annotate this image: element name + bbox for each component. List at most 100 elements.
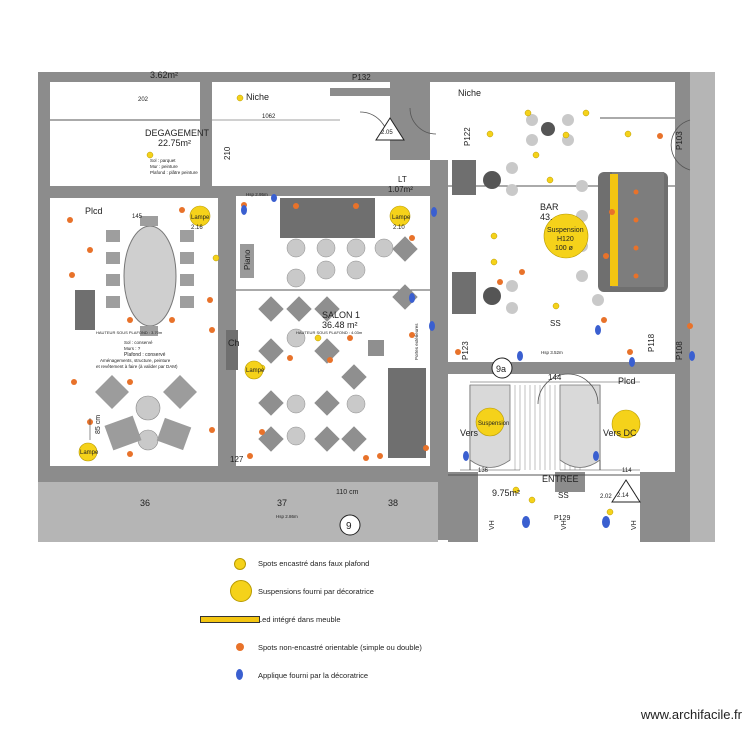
watermark: www.archifacile.fr — [640, 707, 742, 722]
tag-205: 2.05 — [381, 130, 393, 136]
led-strip-icon — [200, 616, 260, 623]
tag-p118: P118 — [647, 333, 656, 352]
bar-name: BAR — [540, 202, 559, 212]
armchairs-left — [95, 375, 197, 451]
degagement-mur: Mur : peinture — [150, 164, 178, 169]
left-note2: et revêtement à faire (à valider par DAM… — [96, 364, 178, 369]
niche-1: Niche — [246, 92, 269, 102]
ss-2: SS — [558, 491, 569, 500]
placard-1: Plcd — [85, 206, 103, 216]
suspension-d: 100 ø — [555, 245, 574, 252]
vh-2: VH — [561, 520, 568, 530]
tag-p123: P123 — [461, 341, 470, 360]
placard-2: Plcd — [618, 376, 636, 386]
vers-1: Vers — [460, 428, 479, 438]
tag-210b: 2.10 — [393, 225, 405, 231]
marker-9 — [339, 514, 361, 536]
tag-214: 2.14 — [617, 493, 629, 499]
tag-9: 9 — [346, 521, 352, 532]
left-mur: Murs : ? — [124, 346, 141, 351]
tag-p103: P103 — [675, 131, 684, 150]
lounge-left — [135, 395, 161, 451]
hsp-1: Hsp 2.95m — [246, 192, 268, 197]
top-small-area: 3.62m² — [150, 70, 178, 80]
tag-p129: P129 — [554, 515, 570, 522]
bar-area: 43. — [540, 212, 553, 222]
tag-36: 36 — [140, 498, 150, 508]
dim-136: 136 — [478, 468, 489, 474]
piano — [240, 244, 254, 278]
section-triangles — [375, 117, 641, 503]
tag-216: 2.16 — [191, 225, 203, 231]
lampe-1: Lampe — [191, 215, 210, 221]
led-strip — [610, 174, 618, 286]
dim-85: 85 cm — [95, 415, 102, 434]
left-sol: Sol : conservé — [124, 340, 153, 345]
entree-area: 9.75m² — [492, 488, 520, 498]
legend-row-led: Led intégré dans meuble — [200, 608, 620, 630]
tag-p122: P122 — [463, 127, 472, 146]
dim-1062: 1062 — [262, 114, 276, 120]
dim-127: 127 — [230, 455, 244, 464]
vh-3: VH — [631, 520, 638, 530]
degagement-plafond: Plafond : plâtre peinture — [150, 170, 198, 175]
dim-144: 144 — [548, 373, 562, 382]
chairs-oval — [106, 216, 194, 336]
spots-recessed — [146, 94, 632, 516]
legend-row-applique: Applique fourni par la décoratrice — [200, 664, 620, 686]
tag-202b: 2.02 — [600, 494, 612, 500]
salon-hauteur: HAUTEUR SOUS PLAFOND : 4.03m — [296, 330, 363, 335]
appliques — [241, 194, 695, 528]
legend-row-spot-orientable: Spots non-encastré orientable (simple ou… — [200, 636, 620, 658]
ch-label: Ch — [228, 338, 240, 348]
door-swings — [359, 107, 691, 405]
spot-yellow-icon — [234, 558, 246, 570]
suspension-label: Suspension — [547, 227, 584, 234]
salon-tables — [286, 238, 394, 446]
applique-icon — [236, 669, 243, 680]
suspension-icon — [230, 580, 252, 602]
dimension-lines — [89, 119, 640, 471]
legend-label: Suspensions fourni par décoratrice — [258, 586, 374, 596]
legend-label: Spots non-encastré orientable (simple ou… — [258, 642, 422, 652]
hsp-2: Hsp 3.52m — [541, 350, 563, 355]
legend-row-spot-recessed: Spots encastré dans faux plafond — [200, 552, 620, 574]
vers-2: Vers DC — [603, 428, 637, 438]
dim-110: 110 cm — [336, 489, 359, 496]
ss-1: SS — [550, 319, 561, 328]
vh-1: VH — [489, 520, 496, 530]
portes-text: Portes extérieures — [414, 323, 419, 360]
oval-table — [123, 225, 177, 327]
suspension-h: H120 — [557, 236, 574, 243]
suspension-2: Suspension — [478, 421, 509, 427]
dim-202: 202 — [138, 97, 149, 103]
salon-name: SALON 1 — [322, 310, 360, 320]
left-hauteur: HAUTEUR SOUS PLAFOND : 3.70m — [96, 330, 163, 335]
lampe-4: Lampe — [80, 450, 99, 456]
legend-label: Spots encastré dans faux plafond — [258, 558, 370, 568]
hsp-3: Hsp 2.86m — [276, 514, 298, 519]
lampe-3: Lampe — [246, 368, 265, 374]
dim-210: 210 — [223, 146, 232, 160]
tag-37: 37 — [277, 498, 287, 508]
spot-orange-icon — [236, 643, 244, 651]
entree-name: ENTREE — [542, 474, 579, 484]
dim-145: 145 — [132, 214, 143, 220]
bar-counter — [612, 172, 664, 287]
left-plafond: Plafond : conservé — [124, 352, 166, 358]
degagement-area: 22.75m² — [158, 138, 191, 148]
salon-area: 36.48 m² — [322, 320, 358, 330]
walls — [38, 72, 715, 542]
left-note1: Aménagements, structure, peinture — [100, 358, 171, 363]
niche-2: Niche — [458, 88, 481, 98]
tag-p108: P108 — [675, 341, 684, 360]
bar-tables — [483, 122, 555, 305]
marker-9a — [491, 357, 513, 379]
tag-p132: P132 — [352, 73, 371, 82]
legend-row-suspension: Suspensions fourni par décoratrice — [200, 580, 620, 602]
legend-label: Led intégré dans meuble — [258, 614, 341, 624]
degagement-sol: Sol : parquet — [150, 158, 176, 163]
spots-orientable — [67, 133, 693, 461]
tag-38: 38 — [388, 498, 398, 508]
